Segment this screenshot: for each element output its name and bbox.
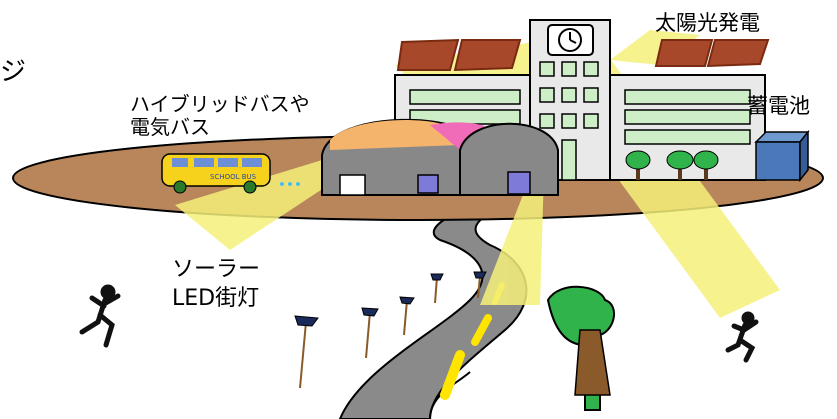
bus-label-line1: ハイブリッドバスや [130,92,310,116]
school-bus-icon: SCHOOL BUS [161,153,300,194]
street-lamp-icon [294,271,487,389]
battery-label: 蓄電池 [747,94,810,118]
bus-label-line2: 電気バス [130,115,210,139]
battery-icon [754,129,810,183]
bus-label: ハイブリッドバスや 電気バス [130,93,310,139]
bus-text: SCHOOL BUS [210,173,257,181]
led-label-line2: LED街灯 [172,285,260,311]
tree-icon [546,285,615,411]
led-label-line1: ソーラー [172,257,261,282]
gymnasium [321,118,559,196]
solar-panel-icon [396,38,770,72]
runner-icon [79,284,759,363]
clock-icon [547,24,594,56]
solar-power-label: 太陽光発電 [655,11,760,35]
small-trees [625,150,719,180]
cropped-label: ジ [0,57,27,87]
led-streetlight-label: ソーラー LED街灯 [172,256,260,313]
